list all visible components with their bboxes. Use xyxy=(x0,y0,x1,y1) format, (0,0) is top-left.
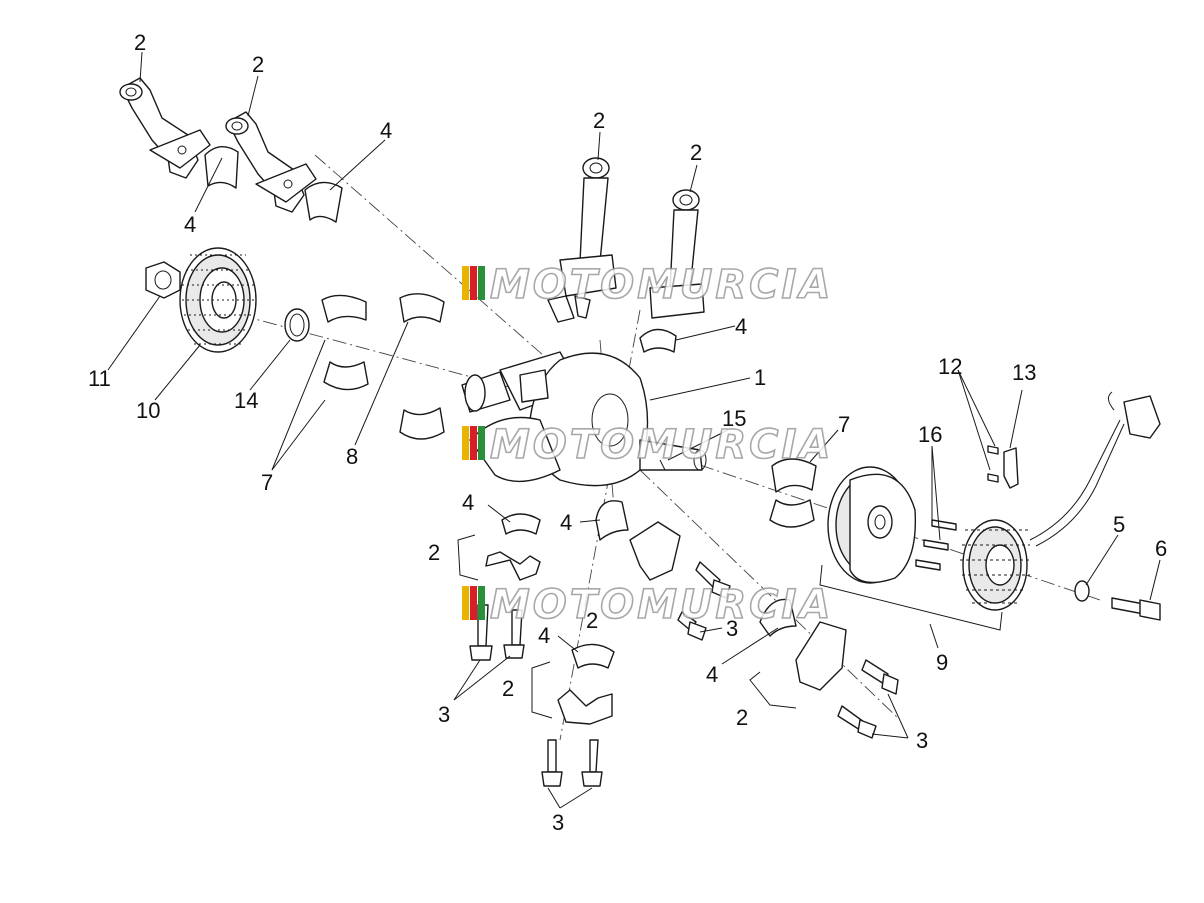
circlip-part-14 xyxy=(284,308,310,342)
callout-15: 15 xyxy=(722,406,746,431)
rod-bearing-shell xyxy=(204,146,239,189)
callout-12: 12 xyxy=(938,354,962,379)
callout-2: 2 xyxy=(428,540,440,565)
rod-bolt xyxy=(581,739,603,787)
watermark-text: MOTOMURCIA xyxy=(490,422,833,468)
screw-part-16 xyxy=(923,539,949,551)
bracket-2-lower xyxy=(531,661,553,719)
callout-14: 14 xyxy=(234,388,258,413)
watermark-text: MOTOMURCIA xyxy=(490,262,833,308)
callout-3: 3 xyxy=(916,728,928,753)
callout-4: 4 xyxy=(706,662,718,687)
rod-bolt xyxy=(503,609,525,659)
main-bearing-shell-7 xyxy=(769,499,815,528)
rod-bolt xyxy=(677,611,707,641)
flywheel-rotor xyxy=(827,466,917,584)
rod-cap xyxy=(485,551,541,581)
rod-bearing-shell xyxy=(571,643,615,669)
bolt-part-6 xyxy=(1111,597,1161,621)
callout-3: 3 xyxy=(726,616,738,641)
leader-lines xyxy=(107,51,1161,809)
callout-2: 2 xyxy=(690,140,702,165)
callout-2: 2 xyxy=(252,52,264,77)
connecting-rod-top-centre-2 xyxy=(649,189,705,319)
callout-2: 2 xyxy=(736,705,748,730)
callout-13: 13 xyxy=(1012,360,1036,385)
clamp-part-13 xyxy=(1003,447,1019,489)
nut-part-11 xyxy=(145,261,181,299)
screw-part-12 xyxy=(987,445,999,455)
rod-bearing-shell xyxy=(639,328,677,353)
rod-cap xyxy=(629,521,681,581)
gear-part-10 xyxy=(179,247,257,353)
watermark-text: MOTOMURCIA xyxy=(490,582,833,628)
main-bearing-shell-7 xyxy=(323,361,369,391)
callout-6: 6 xyxy=(1155,536,1167,561)
rod-cap xyxy=(557,689,613,725)
callout-9: 9 xyxy=(936,650,948,675)
rod-bearing-shell xyxy=(501,513,541,535)
washer-part-5 xyxy=(1074,580,1090,602)
callout-3: 3 xyxy=(552,810,564,835)
watermark-logo: MOTOMURCIA xyxy=(462,421,833,469)
callout-1: 1 xyxy=(754,365,766,390)
stator xyxy=(960,519,1032,611)
callout-4: 4 xyxy=(538,623,550,648)
callout-4: 4 xyxy=(560,510,572,535)
watermark-logo: MOTOMURCIA xyxy=(462,581,833,629)
callout-2: 2 xyxy=(134,30,146,55)
callout-11: 11 xyxy=(88,366,111,391)
watermark-logo: MOTOMURCIA xyxy=(462,261,833,309)
rod-bearing-shell xyxy=(759,598,797,637)
screw-part-16 xyxy=(931,519,957,531)
callout-4: 4 xyxy=(462,490,474,515)
callout-2: 2 xyxy=(586,608,598,633)
rod-bearing-shell xyxy=(595,500,629,541)
callout-numbers: 2 2 4 4 2 2 4 1 11 10 14 7 8 15 7 12 13 … xyxy=(88,30,1167,835)
bracket-2-left xyxy=(457,534,479,581)
rod-bolt xyxy=(861,659,899,695)
connecting-rod-top-left-1 xyxy=(119,77,211,179)
main-bearing-shell-7 xyxy=(771,458,817,493)
callout-2: 2 xyxy=(502,676,514,701)
connecting-rod-top-centre-1 xyxy=(547,157,617,323)
rod-bolt xyxy=(541,739,563,787)
main-bearing-shell-7 xyxy=(321,294,367,323)
callout-8: 8 xyxy=(346,444,358,469)
crankshaft-part-1 xyxy=(461,351,707,487)
screw-part-16 xyxy=(915,559,941,571)
callout-4: 4 xyxy=(184,212,196,237)
screw-part-12 xyxy=(987,473,999,483)
callout-7: 7 xyxy=(261,470,273,495)
stator-wiring-harness xyxy=(1029,391,1161,547)
callout-3: 3 xyxy=(438,702,450,727)
callout-4: 4 xyxy=(735,314,747,339)
main-bearing-shell-8 xyxy=(399,407,445,440)
main-bearing-shell-8 xyxy=(399,293,445,323)
rod-bearing-shell xyxy=(304,181,343,223)
rod-bolt xyxy=(837,705,877,739)
rod-cap xyxy=(795,621,847,691)
callout-4: 4 xyxy=(380,118,392,143)
bracket-9 xyxy=(819,564,1003,631)
connecting-rod-top-left-2 xyxy=(225,111,317,213)
callout-16: 16 xyxy=(918,422,942,447)
callout-7: 7 xyxy=(838,412,850,437)
bracket-2-right xyxy=(749,671,797,709)
callout-2: 2 xyxy=(593,108,605,133)
callout-10: 10 xyxy=(136,398,160,423)
callout-5: 5 xyxy=(1113,512,1125,537)
rod-bolt xyxy=(695,561,731,599)
